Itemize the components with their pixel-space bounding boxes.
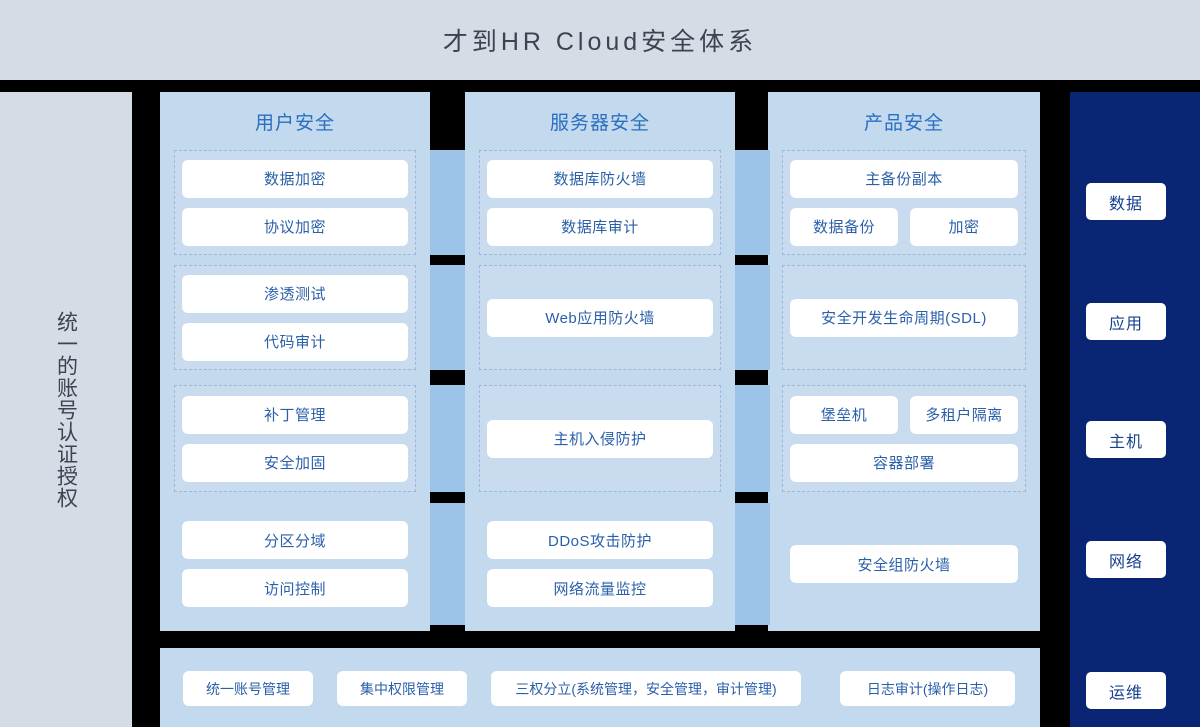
bottom-bar-chip-3[interactable]: 日志审计(操作日志) (840, 671, 1015, 706)
page-title: 才到HR Cloud安全体系 (442, 28, 758, 56)
security-item-chip[interactable]: 安全组防火墙 (790, 545, 1018, 583)
bottom-bar-chip-2[interactable]: 三权分立(系统管理，安全管理，审计管理) (491, 671, 801, 706)
layer-chip-0[interactable]: 数据 (1086, 183, 1166, 220)
layer-chip-4[interactable]: 运维 (1086, 672, 1166, 709)
security-item-chip[interactable]: 数据库审计 (487, 207, 713, 246)
column-header: 服务器安全 (549, 112, 650, 134)
column-connector-bridge (735, 150, 770, 255)
layer-chip-1[interactable]: 应用 (1086, 303, 1166, 340)
left-sidebar-label: 统一的账号认证授权 (54, 310, 78, 509)
security-item-chip[interactable]: 容器部署 (790, 443, 1018, 482)
column-header: 产品安全 (863, 112, 944, 134)
column-connector-bridge (430, 385, 465, 492)
bottom-bar-account-management: 统一账号管理集中权限管理三权分立(系统管理，安全管理，审计管理) 日志审计(操作日… (160, 648, 1040, 727)
column-connector-bridge (735, 265, 770, 370)
left-sidebar-unified-auth: 统一的账号认证授权 (0, 92, 132, 727)
security-item-chip[interactable]: 数据库防火墙 (487, 159, 713, 198)
title-bar: 才到HR Cloud安全体系 (0, 0, 1200, 80)
security-item-chip[interactable]: 加密 (910, 207, 1018, 246)
security-item-chip[interactable]: Web应用防火墙 (487, 298, 713, 337)
security-item-chip[interactable]: 补丁管理 (182, 395, 408, 434)
layer-chip-2[interactable]: 主机 (1086, 421, 1166, 458)
security-item-chip[interactable]: 协议加密 (182, 207, 408, 246)
security-item-chip[interactable]: 分区分域 (182, 521, 408, 559)
security-item-chip[interactable]: 安全开发生命周期(SDL) (790, 298, 1018, 337)
bottom-bar-chip-1[interactable]: 集中权限管理 (337, 671, 467, 706)
security-item-chip[interactable]: 代码审计 (182, 322, 408, 361)
security-item-chip[interactable]: 数据加密 (182, 159, 408, 198)
column-connector-bridge (735, 503, 770, 625)
right-sidebar-layers: 数据应用主机网络运维 (1070, 92, 1200, 727)
security-item-chip[interactable]: 访问控制 (182, 569, 408, 607)
column-connector-bridge (735, 385, 770, 492)
security-item-chip[interactable]: 堡垒机 (790, 395, 898, 434)
security-item-chip[interactable]: 安全加固 (182, 443, 408, 482)
security-item-chip[interactable]: 多租户隔离 (910, 395, 1018, 434)
security-item-chip[interactable]: 主机入侵防护 (487, 419, 713, 458)
column-header: 用户安全 (254, 112, 335, 134)
column-connector-bridge (430, 265, 465, 370)
layer-chip-3[interactable]: 网络 (1086, 541, 1166, 578)
column-connector-bridge (430, 150, 465, 255)
column-connector-bridge (430, 503, 465, 625)
security-item-chip[interactable]: 渗透测试 (182, 274, 408, 313)
security-item-chip[interactable]: 主备份副本 (790, 159, 1018, 198)
security-item-chip[interactable]: 数据备份 (790, 207, 898, 246)
security-item-chip[interactable]: DDoS攻击防护 (487, 521, 713, 559)
bottom-bar-chip-0[interactable]: 统一账号管理 (183, 671, 313, 706)
security-item-chip[interactable]: 网络流量监控 (487, 569, 713, 607)
